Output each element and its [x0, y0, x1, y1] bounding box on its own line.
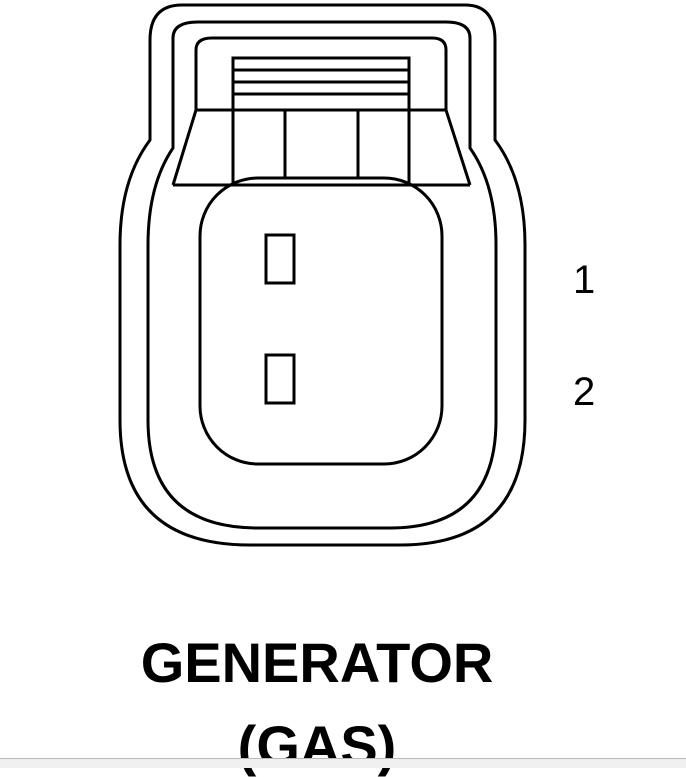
terminal-cavity-2 [264, 353, 296, 405]
pin-label-2: 2 [573, 370, 596, 414]
lock-tab-frame [171, 20, 472, 90]
terminal-cavity-1 [264, 233, 296, 285]
bottom-border [0, 758, 686, 768]
mating-face [198, 176, 444, 466]
connector-housing-inner [146, 90, 498, 530]
pin-label-1: 1 [573, 258, 596, 302]
lock-tab-grip [231, 56, 411, 112]
connector-title: GENERATOR [140, 631, 494, 694]
connector-housing-outer [118, 3, 527, 547]
